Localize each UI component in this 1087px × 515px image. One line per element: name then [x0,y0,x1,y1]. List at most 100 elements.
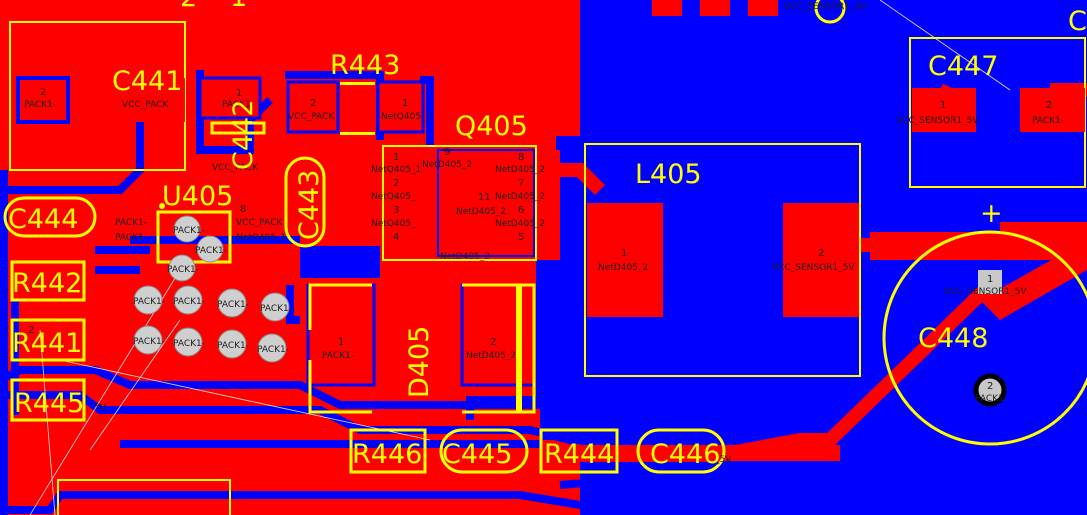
d405-pad-1[interactable] [306,283,376,387]
q405-pin-2: 2 [393,178,399,189]
via-10[interactable] [217,329,247,359]
r443-silk-bottom [340,132,375,135]
c442-pad-1[interactable] [198,76,262,120]
r443-pin-2: 2 [310,98,316,109]
l405-outline [584,143,861,377]
via-8[interactable] [133,325,163,355]
c448-pad-1[interactable] [978,270,1002,294]
via-label-9: PACK1- [173,339,205,349]
q405-pin-11: 11 [478,192,491,203]
q405-pad-drain[interactable] [437,149,535,257]
q405-net-s2: NetQ405_ [371,219,416,229]
r442-outline [10,260,86,302]
via-2[interactable] [196,235,224,263]
u405-pin-nets: PACK1- PACK1- VCC_PACK NetQ405_1 [115,218,286,243]
d405-pad-2[interactable] [460,283,536,387]
c443-outline [284,156,326,248]
c441-pad-2[interactable] [110,78,185,122]
c444-outline [3,196,97,238]
pad-top-2[interactable] [700,0,730,16]
r443-pad-2[interactable] [286,80,340,134]
bottom-clearance-q [560,140,580,260]
via-11[interactable] [257,333,287,363]
c443-label: C443 [294,170,325,240]
q405-net-d9: NetD405_2 [422,160,472,170]
l405-pin-2: 2 [818,248,824,259]
c448-pad-2[interactable] [973,373,1007,407]
via-3[interactable] [168,254,196,282]
via-1[interactable] [173,215,201,243]
r443-pin-1: 1 [402,98,408,109]
r442-label: R442 [12,268,82,299]
c445-outline [439,428,529,474]
l405-pad-2[interactable] [783,203,859,317]
c447-net-1: VCC_SENSOR1_5V [896,116,979,126]
d405-cathode-bar [516,285,522,412]
q405-net-d11: NetD405_2 [456,207,506,217]
r443-silk-top [340,82,375,85]
u405-pin-8: 8 [240,204,246,215]
l405-pad-1[interactable] [587,203,663,317]
q405-pin-6: 6 [518,205,524,216]
q405-pin-labels: 1 NetQ405_1 2 NetQ405_ 3 NetQ405_ 4 8 Ne… [371,147,545,262]
c448-label: C448 [918,323,988,354]
q405-net-g: NetQ405_1 [371,165,421,175]
via-5[interactable] [173,285,203,315]
c447-pad-2[interactable] [1020,88,1085,132]
bottom-left-outline [57,479,231,515]
l405-pin-1: 1 [621,248,627,259]
pad-top-3[interactable] [748,0,778,16]
via-4[interactable] [133,285,163,315]
via-array [133,215,290,363]
q405-outline [382,145,537,261]
q405-pin-8: 8 [518,152,524,163]
sensor-top-net: VCC_SENSOR1_5V [784,2,867,12]
q405-net-d8: NetD405_2 [495,165,545,175]
via-label-1: PACK1- [173,226,205,236]
via-6[interactable] [217,288,247,318]
q405-net-d-bottom: NetD405_2 [440,252,490,262]
c441-pad-net-2: VCC_PACK [122,100,169,110]
c448-pin-1: 1 [987,274,993,285]
d405-net-2: NetD405_2 [466,351,516,361]
c446-label: C446 [650,439,720,470]
u405-pin1-marker [159,203,165,209]
c447-pad-1[interactable] [912,88,976,132]
c448-net-2: PACK1- [975,394,1007,404]
via-label-5: PACK1- [173,297,205,307]
u405-net-4: NetQ405_1 [236,233,286,243]
r445-outline [10,378,86,422]
q405-net-d6: NetD405_2 [495,219,545,229]
c448-pin-2: 2 [987,381,993,392]
r443-pad-1[interactable] [376,80,425,134]
c442-label: C442 [228,100,259,170]
via-label-3: PACK1- [167,265,199,275]
bottom-clearance-right [540,260,580,440]
bottom-clearance-row [120,440,540,448]
pad-top-1[interactable] [652,0,682,16]
via-label-10: PACK1- [217,341,249,351]
d405-label: D405 [404,326,435,398]
q405-net-s1: NetQ405_ [371,192,416,202]
q405-net-d7: NetD405_2 [495,192,545,202]
c446-net: _5V [714,455,732,465]
r446-label: R446 [352,439,422,470]
c447-net-2: PACK1- [1032,116,1064,126]
q405-pin-1: 1 [393,152,399,163]
via-label-4: PACK1- [133,297,165,307]
via-top-sensor[interactable] [814,0,846,24]
r441-outline [10,318,86,362]
d405-pin-1: 1 [338,337,344,348]
q405-pin-4: 4 [393,232,399,243]
l405-net-2: VCC_SENSOR1_5V [772,263,855,273]
via-9[interactable] [173,327,203,357]
c442-pad-net-1: PACK1- [222,100,254,110]
via-7[interactable] [260,292,290,322]
d405-silk [308,283,536,414]
c441-pad-1[interactable] [16,76,70,124]
l405-net-1: NetD405_2 [598,263,648,273]
r445-label: R445 [14,388,84,419]
r444-outline [539,428,619,474]
l405-label: L405 [635,159,702,190]
